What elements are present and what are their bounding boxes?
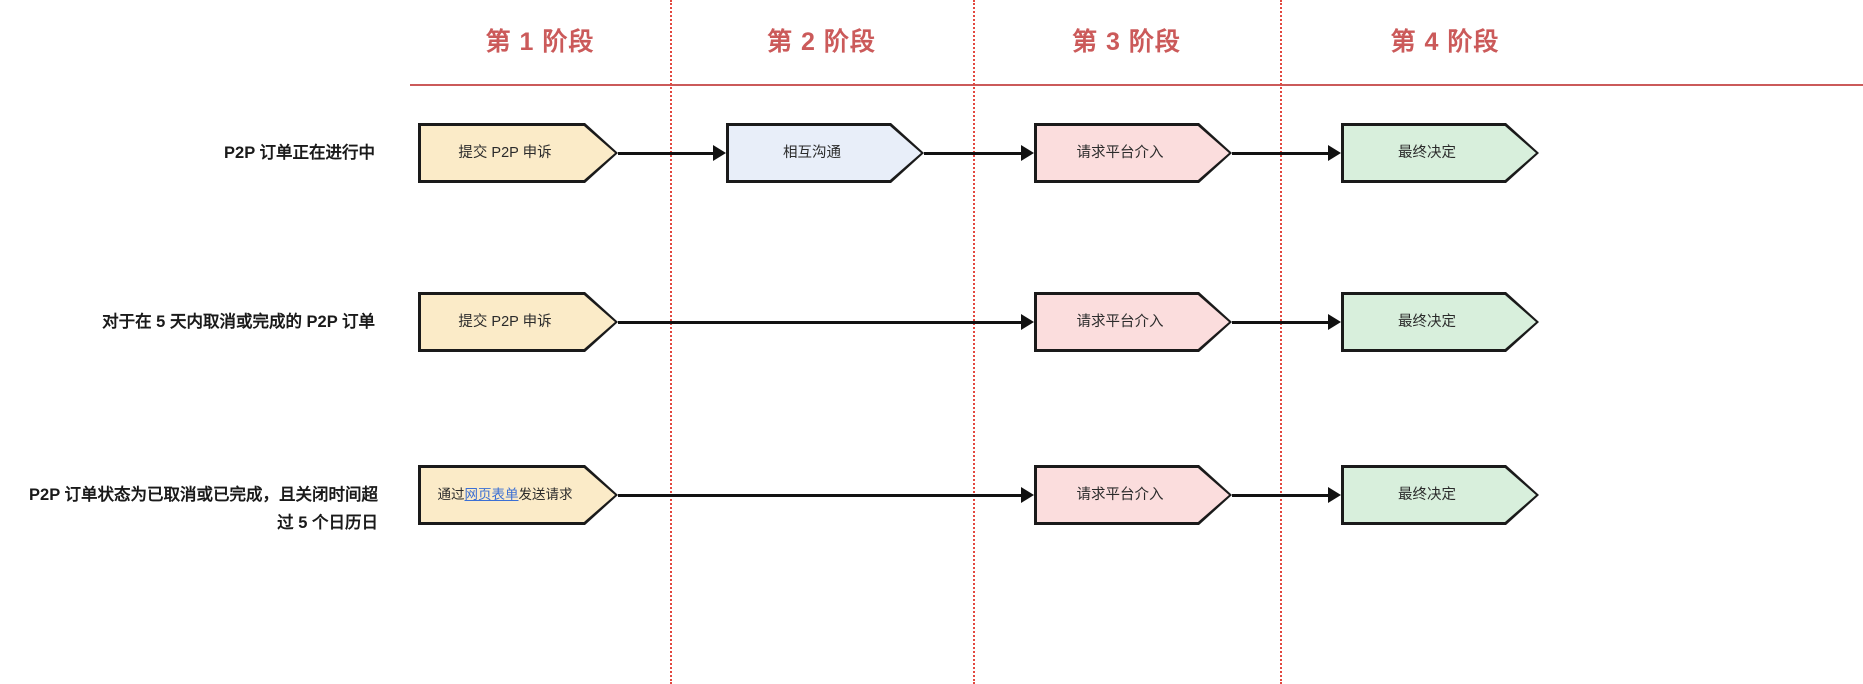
connector-r3-1	[618, 494, 1023, 497]
flow-step-r1-1[interactable]: 提交 P2P 申诉	[418, 123, 618, 183]
stage-label-3: 第 3 阶段	[1072, 28, 1181, 56]
connector-r2-2	[1232, 321, 1330, 324]
flow-step-r3-2[interactable]: 请求平台介入	[1034, 465, 1232, 525]
flow-step-r2-2[interactable]: 请求平台介入	[1034, 292, 1232, 352]
stage-label-4: 第 4 阶段	[1390, 28, 1500, 56]
stage-divider-3	[1280, 0, 1282, 684]
arrowhead-r2-1	[1021, 314, 1034, 330]
arrowhead-r1-3	[1328, 145, 1341, 161]
flow-step-label: 请求平台介入	[1076, 486, 1164, 503]
stage-divider-1	[670, 0, 672, 684]
flow-step-body: 相互沟通	[729, 126, 921, 180]
flow-step-body: 最终决定	[1344, 468, 1536, 522]
flow-step-label: 相互沟通	[783, 144, 841, 161]
flow-step-r1-2[interactable]: 相互沟通	[726, 123, 924, 183]
flow-step-r1-3[interactable]: 请求平台介入	[1034, 123, 1232, 183]
row-label-3: P2P 订单状态为已取消或已完成，且关闭时间超过 5 个日历日	[29, 486, 378, 532]
stage-label-1: 第 1 阶段	[485, 28, 595, 56]
flow-step-body: 请求平台介入	[1037, 295, 1229, 349]
arrowhead-r1-1	[713, 145, 726, 161]
flow-step-r1-4[interactable]: 最终决定	[1341, 123, 1539, 183]
flow-step-label: 提交 P2P 申诉	[458, 144, 552, 161]
label-prefix: 通过	[437, 487, 465, 503]
flow-step-label: 最终决定	[1398, 313, 1456, 330]
header-rule	[410, 84, 1863, 86]
flow-step-label: 最终决定	[1398, 144, 1456, 161]
row-label-2: 对于在 5 天内取消或完成的 P2P 订单	[102, 313, 375, 331]
flow-step-label: 请求平台介入	[1076, 313, 1164, 330]
connector-r3-2	[1232, 494, 1330, 497]
flow-step-r2-3[interactable]: 最终决定	[1341, 292, 1539, 352]
connector-r1-1	[618, 152, 715, 155]
flow-step-r3-3[interactable]: 最终决定	[1341, 465, 1539, 525]
flow-step-r2-1[interactable]: 提交 P2P 申诉	[418, 292, 618, 352]
arrowhead-r1-2	[1021, 145, 1034, 161]
flow-step-label: 请求平台介入	[1076, 144, 1164, 161]
flow-step-body: 提交 P2P 申诉	[421, 126, 615, 180]
label-suffix: 发送请求	[518, 487, 573, 503]
arrowhead-r3-2	[1328, 487, 1341, 503]
flow-step-r3-1[interactable]: 通过网页表单发送请求	[418, 465, 618, 525]
stage-label-2: 第 2 阶段	[767, 28, 876, 56]
web-form-link[interactable]: 网页表单	[464, 487, 519, 503]
flow-step-body: 请求平台介入	[1037, 126, 1229, 180]
flow-step-label: 最终决定	[1398, 486, 1456, 503]
arrowhead-r2-2	[1328, 314, 1341, 330]
flow-step-body: 最终决定	[1344, 126, 1536, 180]
connector-r2-1	[618, 321, 1023, 324]
flow-step-label: 提交 P2P 申诉	[458, 313, 552, 330]
connector-r1-2	[924, 152, 1023, 155]
flow-step-body: 请求平台介入	[1037, 468, 1229, 522]
arrowhead-r3-1	[1021, 487, 1034, 503]
connector-r1-3	[1232, 152, 1330, 155]
flow-step-body: 提交 P2P 申诉	[421, 295, 615, 349]
stage-divider-2	[973, 0, 975, 684]
flow-step-label: 通过网页表单发送请求	[438, 486, 599, 504]
flow-step-body: 最终决定	[1344, 295, 1536, 349]
row-label-1: P2P 订单正在进行中	[224, 144, 375, 162]
flow-step-body: 通过网页表单发送请求	[421, 468, 615, 522]
